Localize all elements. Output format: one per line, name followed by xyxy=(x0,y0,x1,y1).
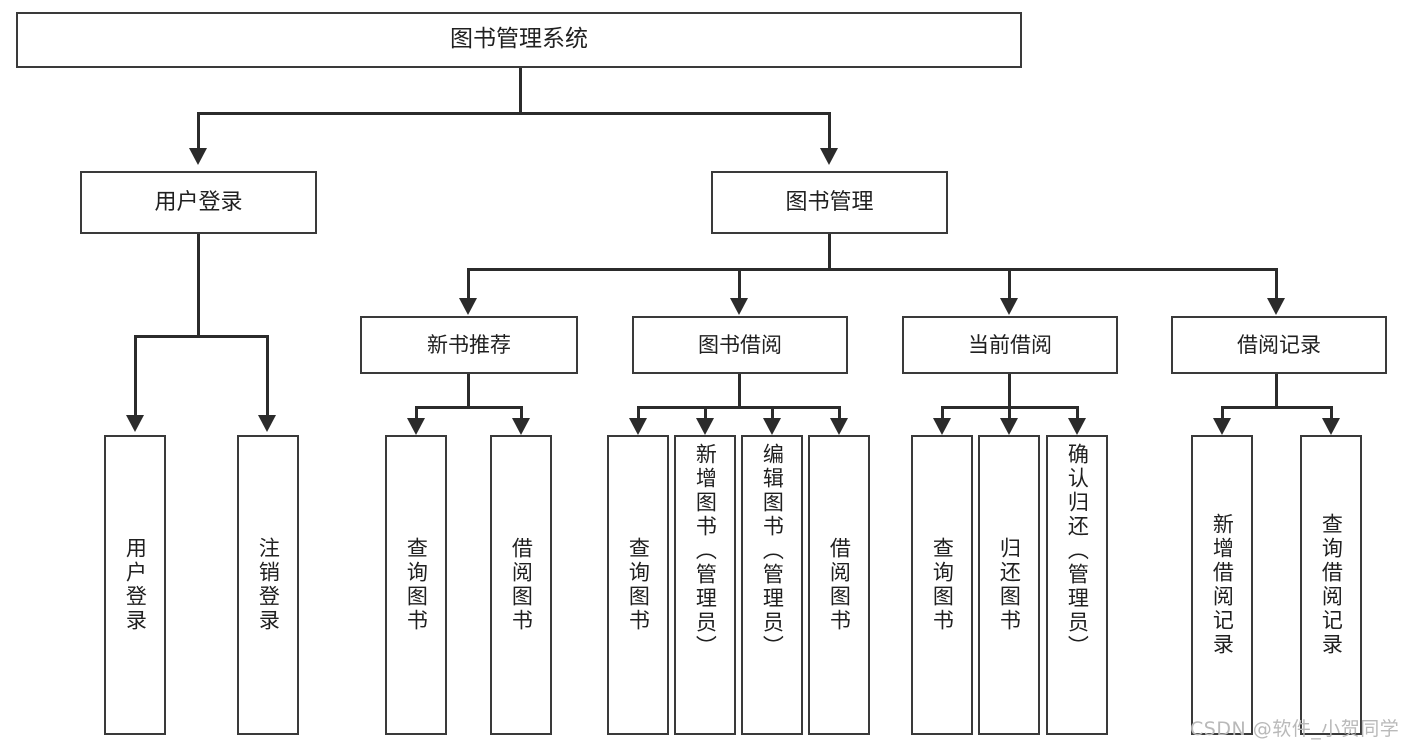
arrow-bm-borrow-record-icon xyxy=(1267,298,1285,315)
watermark: CSDN @软件_小贺同学 xyxy=(1190,718,1400,740)
edge-book-management-bus xyxy=(467,268,1278,271)
arrow-bm-new-book-icon xyxy=(459,298,477,315)
arrow-new-book-leaf-2-icon xyxy=(512,418,530,435)
arrow-new-book-leaf-1-icon xyxy=(407,418,425,435)
arrow-bm-book-borrow-icon xyxy=(730,298,748,315)
leaf-borrow-record-query-record[interactable]: 查询借阅记录 xyxy=(1300,435,1362,735)
edge-current-borrow-leaf-1 xyxy=(941,406,944,420)
leaf-book-borrow-query-book[interactable]: 查询图书 xyxy=(607,435,669,735)
edge-borrow-record-drop xyxy=(1275,374,1278,408)
node-label: 用户登录 xyxy=(154,189,243,215)
arrow-bm-current-borrow-icon xyxy=(1000,298,1018,315)
leaf-user-login-login[interactable]: 用户登录 xyxy=(104,435,166,735)
node-label: 新增图书（管理员） xyxy=(693,443,718,659)
arrow-current-borrow-leaf-1-icon xyxy=(933,418,951,435)
node-book-management[interactable]: 图书管理 xyxy=(711,171,948,234)
arrow-user-login-leaf-1-icon xyxy=(126,415,144,432)
arrow-book-borrow-leaf-4-icon xyxy=(830,418,848,435)
edge-root-bus xyxy=(197,112,831,115)
node-user-login[interactable]: 用户登录 xyxy=(80,171,317,234)
node-label: 查询借阅记录 xyxy=(1319,513,1344,657)
node-current-borrow[interactable]: 当前借阅 xyxy=(902,316,1118,374)
edge-current-borrow-drop xyxy=(1008,374,1011,408)
node-book-borrow[interactable]: 图书借阅 xyxy=(632,316,848,374)
edge-book-borrow-leaf-2 xyxy=(704,406,707,420)
edge-borrow-record-leaf-1 xyxy=(1221,406,1224,420)
node-label: 借阅图书 xyxy=(827,537,852,633)
edge-book-borrow-leaf-4 xyxy=(838,406,841,420)
edge-borrow-record-leaf-2 xyxy=(1330,406,1333,420)
node-label: 当前借阅 xyxy=(968,332,1052,357)
node-label: 注销登录 xyxy=(256,537,281,633)
edge-root-to-book-management xyxy=(828,112,831,150)
node-label: 确认归还（管理员） xyxy=(1065,443,1090,659)
edge-current-borrow-leaf-3 xyxy=(1076,406,1079,420)
edge-bm-to-new-book xyxy=(467,268,470,300)
edge-current-borrow-leaf-2 xyxy=(1008,406,1011,420)
edge-user-login-to-leaf-2 xyxy=(266,335,269,417)
leaf-book-borrow-add-book-admin[interactable]: 新增图书（管理员） xyxy=(674,435,736,735)
edge-new-book-bus xyxy=(415,406,523,409)
arrow-current-borrow-leaf-3-icon xyxy=(1068,418,1086,435)
node-label: 查询图书 xyxy=(404,537,429,633)
leaf-current-borrow-return-book[interactable]: 归还图书 xyxy=(978,435,1040,735)
edge-book-borrow-drop xyxy=(738,374,741,408)
edge-book-borrow-leaf-3 xyxy=(771,406,774,420)
node-label: 用户登录 xyxy=(123,537,148,633)
edge-user-login-drop xyxy=(197,234,200,337)
leaf-book-borrow-borrow-book[interactable]: 借阅图书 xyxy=(808,435,870,735)
node-label: 图书管理 xyxy=(785,189,874,215)
node-new-book-recommend[interactable]: 新书推荐 xyxy=(360,316,578,374)
edge-new-book-drop xyxy=(467,374,470,408)
node-label: 新书推荐 xyxy=(427,332,511,357)
edge-book-management-drop xyxy=(828,234,831,270)
edge-bm-to-book-borrow xyxy=(738,268,741,300)
edge-new-book-leaf-1 xyxy=(415,406,418,420)
edge-bm-to-borrow-record xyxy=(1275,268,1278,300)
arrow-root-to-user-login-icon xyxy=(189,148,207,165)
node-label: 查询图书 xyxy=(626,537,651,633)
edge-root-drop xyxy=(519,68,522,114)
leaf-book-borrow-edit-book-admin[interactable]: 编辑图书（管理员） xyxy=(741,435,803,735)
leaf-current-borrow-query-book[interactable]: 查询图书 xyxy=(911,435,973,735)
arrow-book-borrow-leaf-2-icon xyxy=(696,418,714,435)
arrow-root-to-book-management-icon xyxy=(820,148,838,165)
node-label: 编辑图书（管理员） xyxy=(760,443,785,659)
node-label: 借阅图书 xyxy=(509,537,534,633)
node-label: 归还图书 xyxy=(997,537,1022,633)
leaf-new-book-borrow-book[interactable]: 借阅图书 xyxy=(490,435,552,735)
node-borrow-record[interactable]: 借阅记录 xyxy=(1171,316,1387,374)
edge-new-book-leaf-2 xyxy=(520,406,523,420)
edge-root-to-user-login xyxy=(197,112,200,150)
node-root-book-management-system[interactable]: 图书管理系统 xyxy=(16,12,1022,68)
arrow-borrow-record-leaf-2-icon xyxy=(1322,418,1340,435)
arrow-borrow-record-leaf-1-icon xyxy=(1213,418,1231,435)
arrow-user-login-leaf-2-icon xyxy=(258,415,276,432)
arrow-book-borrow-leaf-3-icon xyxy=(763,418,781,435)
leaf-user-login-logout[interactable]: 注销登录 xyxy=(237,435,299,735)
leaf-current-borrow-confirm-return-admin[interactable]: 确认归还（管理员） xyxy=(1046,435,1108,735)
arrow-current-borrow-leaf-2-icon xyxy=(1000,418,1018,435)
node-label: 查询图书 xyxy=(930,537,955,633)
arrow-book-borrow-leaf-1-icon xyxy=(629,418,647,435)
edge-book-borrow-bus xyxy=(637,406,840,409)
edge-book-borrow-leaf-1 xyxy=(637,406,640,420)
leaf-new-book-query-book[interactable]: 查询图书 xyxy=(385,435,447,735)
edge-bm-to-current-borrow xyxy=(1008,268,1011,300)
leaf-borrow-record-add-record[interactable]: 新增借阅记录 xyxy=(1191,435,1253,735)
node-label: 借阅记录 xyxy=(1237,332,1321,357)
node-label: 图书借阅 xyxy=(698,332,782,357)
edge-borrow-record-bus xyxy=(1221,406,1333,409)
node-label: 图书管理系统 xyxy=(450,26,588,53)
edge-user-login-to-leaf-1 xyxy=(134,335,137,417)
edge-user-login-bus xyxy=(134,335,268,338)
node-label: 新增借阅记录 xyxy=(1210,513,1235,657)
